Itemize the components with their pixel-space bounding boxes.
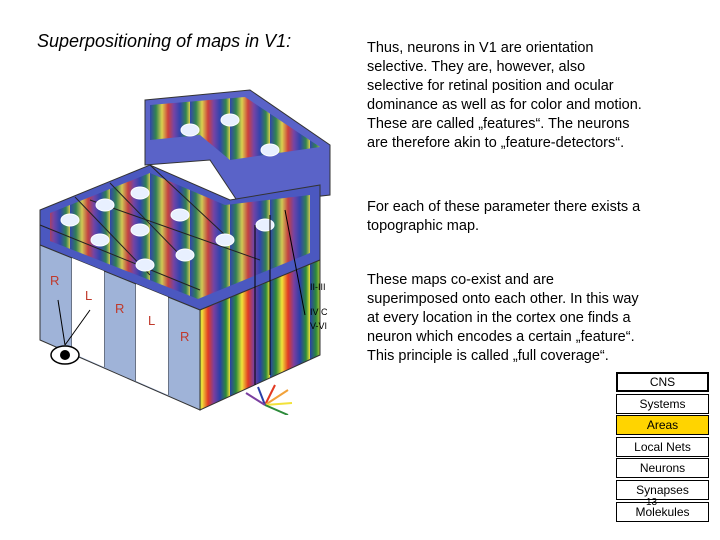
paragraph-topographic-map: For each of these parameter there exists… — [367, 199, 641, 234]
hierarchy-item-molekules: Molekules — [616, 501, 709, 522]
hierarchy-item-synapses: Synapses — [616, 479, 709, 500]
page-number: 13 — [646, 497, 658, 508]
hierarchy-item-neurons: Neurons — [616, 458, 709, 479]
v1-maps-diagram: R L R L R II-III IV C V-VI — [30, 85, 345, 416]
cortex-block-illustration: R L R L R II-III IV C V-VI — [39, 89, 331, 416]
hierarchy-item-areas: Areas — [616, 415, 709, 436]
column-label-r2: R — [115, 301, 124, 316]
eye-icon — [50, 299, 91, 365]
hierarchy-item-local-nets: Local Nets — [616, 436, 709, 457]
column-label-l2: L — [148, 313, 155, 328]
column-label-r1: R — [50, 273, 59, 288]
layer-label-4c: IV C — [310, 307, 328, 317]
hierarchy-item-systems: Systems — [616, 393, 709, 414]
column-label-r3: R — [180, 329, 189, 344]
paragraph-features: Thus, neurons in V1 are orientation sele… — [367, 40, 642, 151]
orientation-sunburst — [245, 384, 293, 416]
hierarchy-panel: CNS Systems Areas Local Nets Neurons Syn… — [616, 372, 709, 523]
column-label-l1: L — [85, 288, 92, 303]
paragraph-full-coverage: These maps co-exist and are superimposed… — [367, 272, 639, 364]
hierarchy-item-cns: CNS — [616, 372, 709, 392]
slide-title: Superpositioning of maps in V1: — [37, 31, 292, 51]
layer-label-2-3: II-III — [310, 282, 326, 292]
layer-label-5-6: V-VI — [310, 321, 327, 331]
